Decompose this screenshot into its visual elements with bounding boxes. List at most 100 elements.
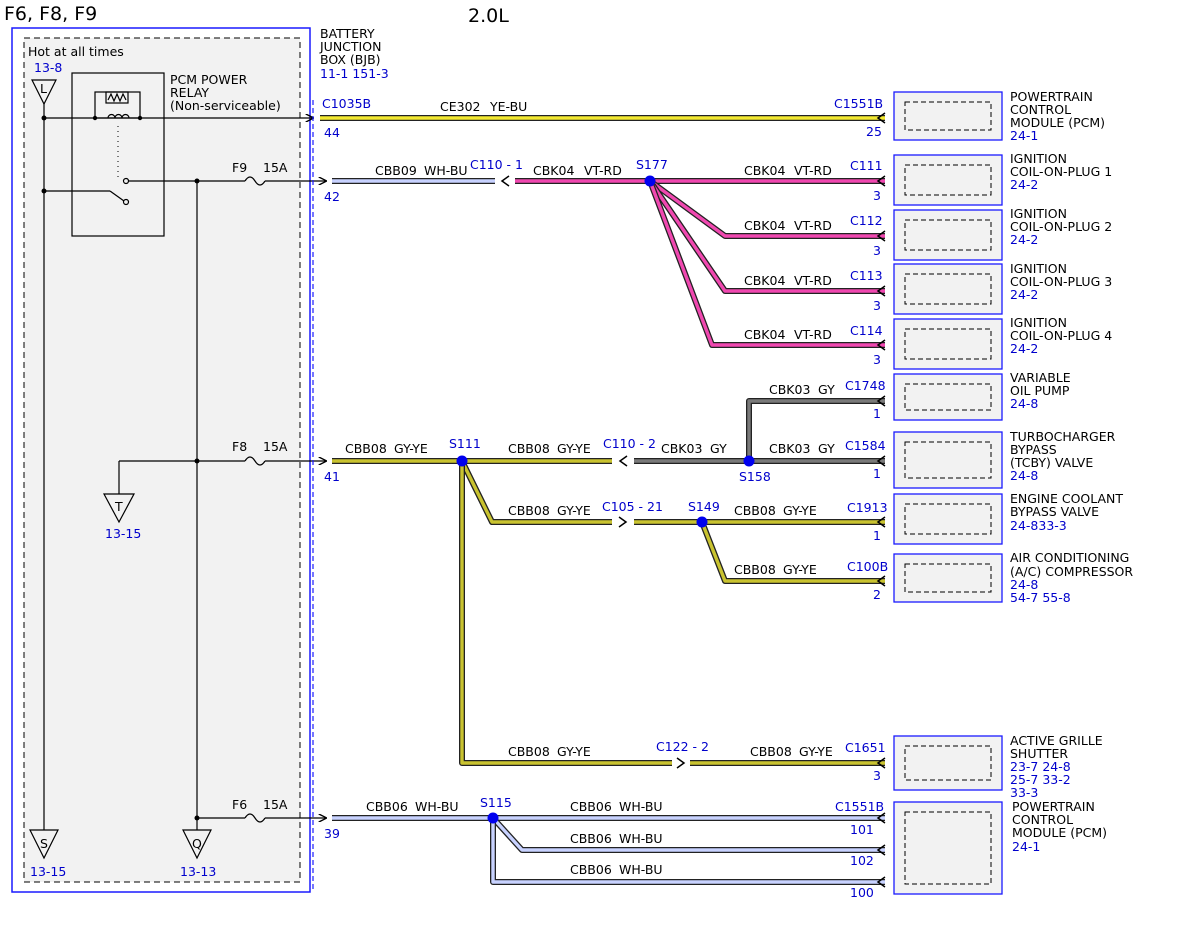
wire-cbk04-3 (648, 180, 885, 293)
arrow-icon (876, 844, 886, 856)
splice-s111-icon (456, 455, 468, 467)
splice-s149-icon (696, 516, 708, 528)
wire-cbk03-b: CBK03 (769, 441, 810, 456)
pin-42: 42 (324, 189, 340, 204)
arrow-icon (876, 395, 886, 407)
fuse-f8-name: F8 (232, 439, 247, 454)
pin-3-c113: 3 (873, 298, 881, 313)
splice-s177-icon (644, 175, 656, 187)
wire-cbb08-a-color: GY-YE (394, 441, 428, 456)
splice-s149-label: S149 (688, 499, 720, 514)
wire-cbb08-a: CBB08 (345, 441, 387, 456)
coil1-box-inner (904, 164, 992, 196)
grille-ref-3: 33-3 (1010, 785, 1038, 800)
engine-label: 2.0L (468, 5, 509, 27)
triangle-S-icon (29, 829, 59, 860)
relay-switch-icon (44, 177, 197, 206)
wire-ce302: CE302 (440, 99, 481, 114)
fuse-f6-amps: 15A (263, 797, 288, 812)
pin-1-c1748: 1 (873, 406, 881, 421)
wire-cbb08-g: CBB08 (750, 744, 792, 759)
pcm-bot-box-inner (904, 811, 992, 885)
relay-label-1: PCM POWER (170, 72, 248, 87)
ref-13-8: 13-8 (34, 60, 62, 75)
connector-c1035b: C1035B (322, 96, 371, 111)
wire-cbb08-coolant-a (460, 460, 612, 524)
coolant-label-2: BYPASS VALVE (1010, 504, 1099, 519)
wire-cbb08-d-color: GY-YE (783, 503, 817, 518)
pcm-bot-label-2: CONTROL (1012, 812, 1073, 827)
wire-cbb06-102-outline (490, 815, 885, 853)
coil2-box-inner (904, 219, 992, 251)
grille-ref-1: 23-7 24-8 (1010, 759, 1071, 774)
wire-cbk03-a: CBK03 (661, 441, 702, 456)
wire-cbb08-b: CBB08 (508, 441, 550, 456)
bjb-label-2: JUNCTION (319, 39, 381, 54)
tcby-ref: 24-8 (1010, 468, 1038, 483)
fuse-f9-amps: 15A (263, 160, 288, 175)
pin-44: 44 (324, 125, 340, 140)
oil-pump-label-1: VARIABLE (1010, 370, 1071, 385)
wire-cbb08-b-color: GY-YE (557, 441, 591, 456)
wire-cbk04-a-color: VT-RD (584, 163, 622, 178)
arrow-icon (876, 230, 886, 242)
coil4-label-2: COIL-ON-PLUG 4 (1010, 328, 1112, 343)
triangle-T-label: T (114, 499, 123, 514)
connector-c105-21: C105 - 21 (602, 499, 663, 514)
connector-c113: C113 (850, 268, 883, 283)
wire-cbk04-4: CBK04 (744, 327, 785, 342)
wire-cbk03-oil (747, 399, 885, 461)
coil3-label-1: IGNITION (1010, 261, 1067, 276)
wire-cbk04-2: CBK04 (744, 218, 785, 233)
grille-label-2: SHUTTER (1010, 746, 1068, 761)
coil1-label-1: IGNITION (1010, 151, 1067, 166)
relay-coil-icon (92, 91, 143, 121)
wire-cbk03-b-color: GY (818, 441, 835, 456)
wire-cbb06-b: CBB06 (570, 799, 612, 814)
coil3-ref: 24-2 (1010, 287, 1038, 302)
wire-cbk04-1: CBK04 (744, 163, 785, 178)
oil-pump-ref: 24-8 (1010, 396, 1038, 411)
wire-cbb06-c-color: WH-BU (619, 831, 663, 846)
wire-cbb09-color: WH-BU (424, 163, 468, 178)
ref-13-15-t: 13-15 (105, 526, 141, 541)
tcby-label-2: BYPASS (1010, 442, 1057, 457)
coil2-ref: 24-2 (1010, 232, 1038, 247)
coil3-label-2: COIL-ON-PLUG 3 (1010, 274, 1112, 289)
coil2-label-2: COIL-ON-PLUG 2 (1010, 219, 1112, 234)
wire-cbk04-2 (648, 179, 885, 238)
ref-13-13-q: 13-13 (180, 864, 216, 879)
wire-cbb08-e: CBB08 (734, 562, 776, 577)
connector-c110-2: C110 - 2 (603, 436, 656, 451)
splice-s115-icon (487, 812, 499, 824)
wire-cbk03-a-color: GY (710, 441, 727, 456)
tcby-box (893, 431, 1003, 489)
wire-cbb06-d-color: WH-BU (619, 862, 663, 877)
pcm-top-box (893, 91, 1003, 141)
pcm-power-relay-box (71, 72, 165, 237)
harness-wires (320, 112, 886, 888)
arrow-icon (618, 455, 628, 467)
bjb-refs: 11-1 151-3 (320, 66, 389, 81)
pin-102: 102 (850, 853, 874, 868)
coil3-box (893, 263, 1003, 315)
coil1-ref: 24-2 (1010, 177, 1038, 192)
splice-s177-label: S177 (636, 157, 668, 172)
ac-ref-1: 24-8 (1010, 577, 1038, 592)
connector-c1551b-bot: C1551B (835, 799, 884, 814)
arrow-icon (876, 575, 886, 587)
triangle-T-icon (102, 493, 136, 524)
component-boxes (893, 91, 1003, 895)
pcm-top-label-2: CONTROL (1010, 102, 1071, 117)
wire-cbb06-d: CBB06 (570, 862, 612, 877)
coil1-box (893, 154, 1003, 206)
connector-c100b: C100B (847, 559, 888, 574)
pcm-top-label-1: POWERTRAIN (1010, 89, 1093, 104)
connector-c110-1: C110 - 1 (470, 157, 523, 172)
wire-cbb06-b-color: WH-BU (619, 799, 663, 814)
pin-3-c114: 3 (873, 352, 881, 367)
connector-c112: C112 (850, 213, 883, 228)
ac-label-1: AIR CONDITIONING (1010, 550, 1129, 565)
connector-c1551b-top: C1551B (834, 96, 883, 111)
